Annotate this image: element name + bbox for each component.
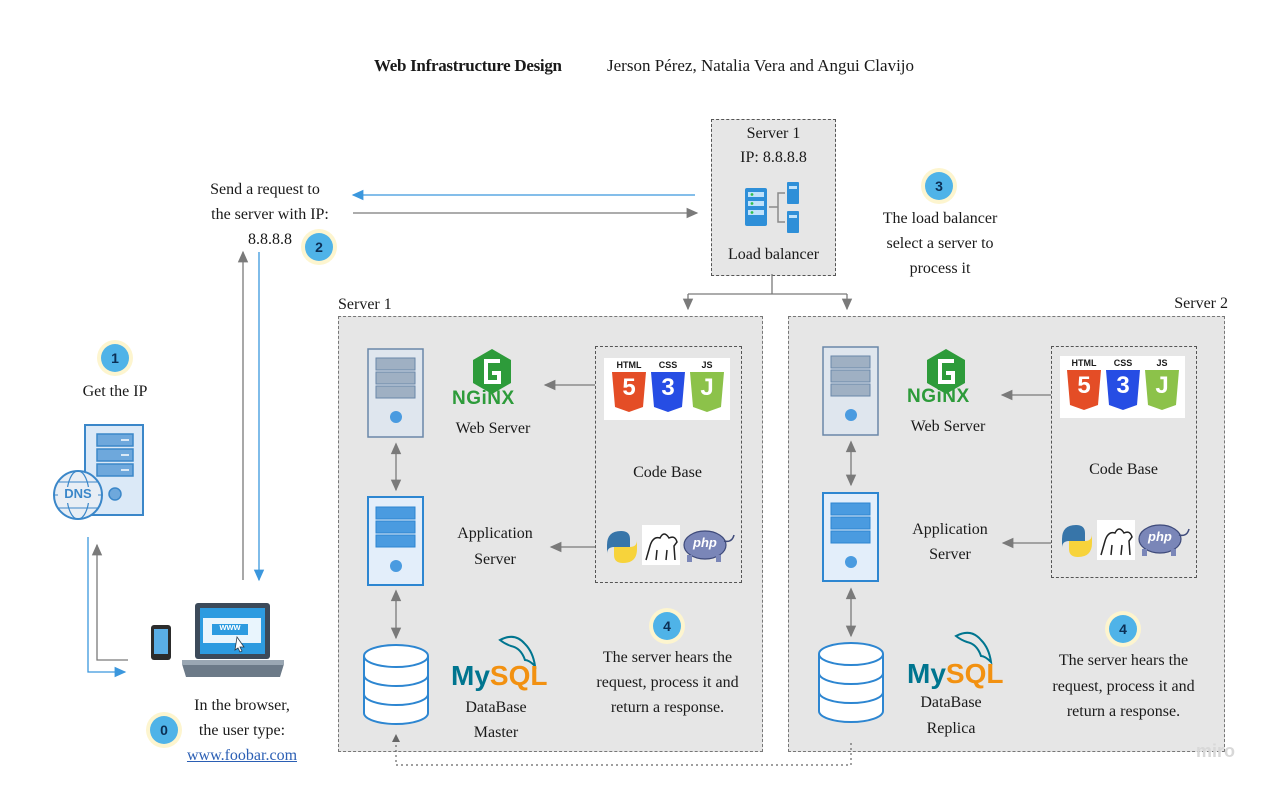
server1-title: Server 1 (338, 296, 392, 313)
mysql-my: My (451, 660, 490, 691)
s1-app-tower-icon (367, 496, 424, 586)
html-label-2: HTML (1071, 358, 1097, 368)
step3-badge: 3 (925, 172, 953, 200)
js-glyph-1: J (700, 374, 714, 401)
nginx-logo-icon-1 (473, 349, 511, 394)
s2-app-server-line2: Server (929, 546, 971, 563)
s1-db-line1: DataBase (465, 699, 527, 716)
html5-glyph-1: 5 (622, 374, 636, 401)
load-balancer-box (711, 119, 836, 276)
server2-title: Server 2 (1174, 295, 1228, 312)
php-label-1: php (693, 535, 717, 550)
s2-db-line1: DataBase (920, 694, 982, 711)
step4b-line3: return a response. (1066, 703, 1181, 720)
step1-text: Get the IP (82, 383, 148, 400)
code-base-box-2 (1051, 346, 1197, 578)
nginx-wordmark-1: NGiNX (452, 388, 515, 409)
perl-camel-icon-1 (642, 525, 680, 565)
mysql-sql: SQL (489, 660, 548, 691)
js-label-2: JS (1156, 358, 1168, 368)
step4-badge-2: 4 (1109, 615, 1137, 643)
php-elephant-icon-1 (683, 530, 735, 562)
s2-web-server-label: Web Server (910, 418, 986, 435)
authors: Jerson Pérez, Natalia Vera and Angui Cla… (607, 56, 915, 75)
s2-app-server-line1: Application (912, 521, 988, 538)
s2-database-icon (818, 642, 884, 723)
css-label-1: CSS (658, 360, 678, 370)
laptop-icon (182, 603, 284, 677)
php-label-2: php (1148, 529, 1172, 544)
s1-code-base-label: Code Base (633, 464, 702, 481)
step4a-line2: request, process it and (596, 674, 739, 691)
python-logo-icon-1 (607, 531, 637, 563)
mysql-dolphin-icon-2 (954, 631, 993, 665)
mysql-wordmark-1: MySQL (451, 661, 547, 691)
s2-app-tower-icon (822, 492, 879, 582)
step2-badge: 2 (305, 233, 333, 261)
js-glyph-2: J (1155, 372, 1169, 399)
step2-line3: 8.8.8.8 (248, 231, 292, 248)
nginx-wordmark-2: NGiNX (907, 386, 970, 407)
step0-badge: 0 (150, 716, 178, 744)
step2-line2: the server with IP: (211, 206, 329, 223)
s1-db-line2: Master (473, 724, 519, 741)
lb-server-name: Server 1 (746, 125, 801, 142)
mysql-my: My (907, 658, 946, 689)
step1-badge: 1 (101, 344, 129, 372)
python-logo-icon-2 (1062, 525, 1092, 557)
diagram-title: Web Infrastructure Design (374, 56, 562, 75)
css-label-2: CSS (1113, 358, 1133, 368)
html-label-1: HTML (616, 360, 642, 370)
step4a-line3: return a response. (610, 699, 725, 716)
nginx-logo-icon-2 (927, 349, 965, 394)
lb-label: Load balancer (727, 246, 820, 263)
step4a-line1: The server hears the (602, 649, 733, 666)
s1-app-server-line1: Application (457, 525, 533, 542)
phone-icon (151, 625, 171, 660)
arrow-laptop-to-dns (91, 543, 128, 661)
php-elephant-icon-2 (1138, 524, 1190, 556)
step0-line2: the user type: (198, 722, 286, 739)
css3-glyph-1: 3 (661, 374, 675, 401)
html-css-js-logos-2 (1060, 356, 1185, 418)
s2-db-line2: Replica (926, 720, 976, 737)
dns-label: DNS (64, 486, 92, 501)
load-balancer-icon (745, 182, 799, 233)
step4b-line1: The server hears the (1058, 652, 1189, 669)
step3-line2: select a server to (886, 235, 994, 252)
step2-line1: Send a request to (210, 181, 320, 198)
arrow-dns-to-laptop (87, 537, 127, 678)
lb-ip: IP: 8.8.8.8 (740, 149, 807, 166)
code-base-box-1 (595, 346, 742, 583)
js-label-1: JS (701, 360, 713, 370)
miro-watermark: miro (1196, 741, 1236, 761)
foobar-link[interactable]: www.foobar.com (186, 747, 298, 764)
s1-web-server-label: Web Server (455, 420, 531, 437)
step0-line1: In the browser, (194, 697, 290, 714)
www-label: www (219, 622, 241, 632)
s2-web-tower-icon (822, 346, 879, 436)
step3-line1: The load balancer (882, 210, 998, 227)
css3-glyph-2: 3 (1116, 372, 1130, 399)
html5-glyph-2: 5 (1077, 372, 1091, 399)
step4b-line2: request, process it and (1052, 678, 1195, 695)
s1-web-tower-icon (367, 348, 424, 438)
step3-line3: process it (909, 260, 971, 277)
html-css-js-logos-1 (604, 358, 730, 420)
s1-app-server-line2: Server (474, 551, 516, 568)
mysql-wordmark-2: MySQL (907, 659, 1003, 689)
mysql-dolphin-icon-1 (498, 635, 537, 669)
step4-badge-1: 4 (653, 612, 681, 640)
dns-server-icon (53, 424, 144, 520)
s1-database-icon (363, 644, 429, 725)
mysql-sql: SQL (945, 658, 1004, 689)
s2-code-base-label: Code Base (1089, 461, 1158, 478)
perl-camel-icon-2 (1097, 520, 1135, 560)
